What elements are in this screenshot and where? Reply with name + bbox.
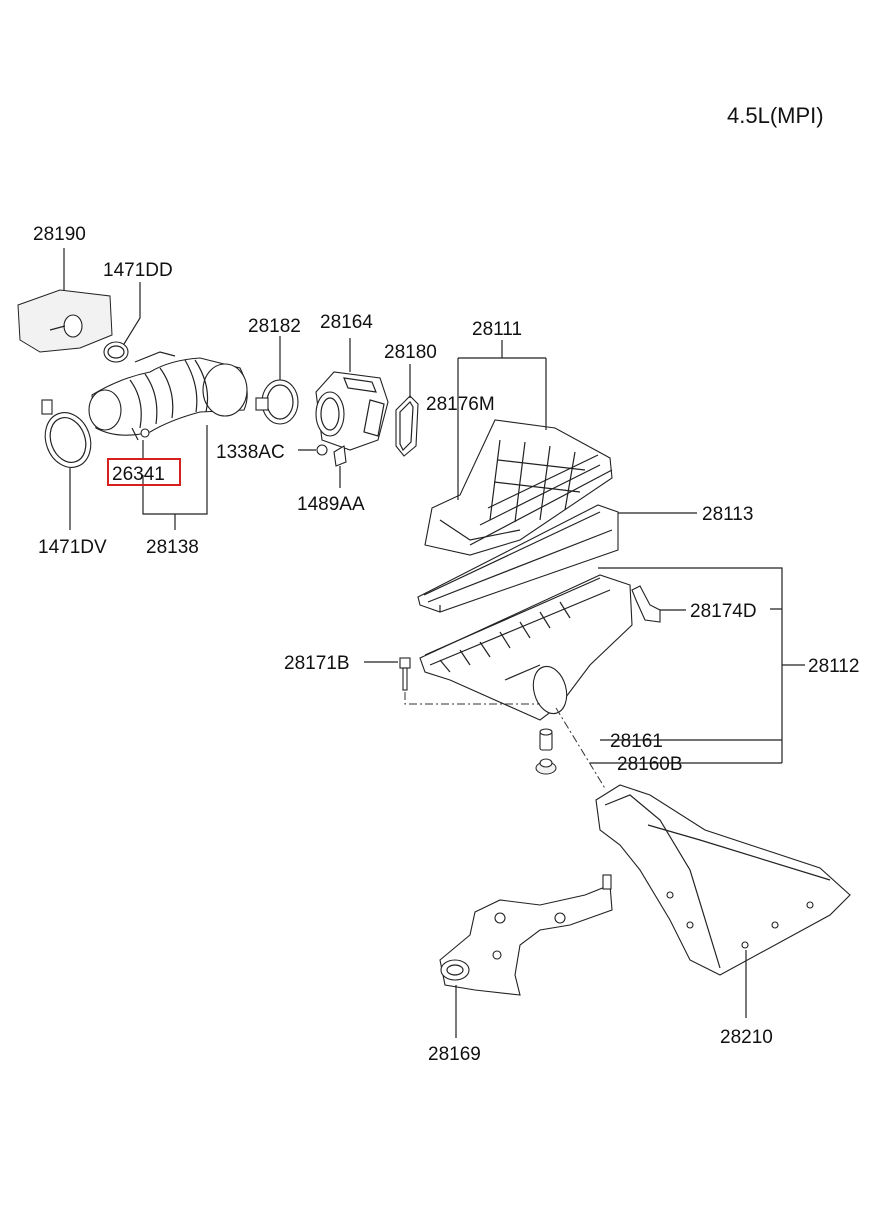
part-28174D-clip <box>631 585 661 623</box>
label-28180: 28180 <box>384 342 437 363</box>
part-28164-air-flow-sensor <box>315 371 389 451</box>
label-1489AA: 1489AA <box>297 494 365 515</box>
label-1471DV: 1471DV <box>38 537 107 558</box>
leader-28138 <box>142 425 208 530</box>
part-28112-lower-housing <box>419 574 633 721</box>
part-28169-bracket <box>439 874 613 996</box>
part-28182-clamp <box>255 379 299 425</box>
highlight-box-26341 <box>107 458 181 486</box>
part-28161-collar <box>539 728 553 751</box>
label-28160B: 28160B <box>617 754 683 775</box>
part-28210-duct <box>595 784 851 976</box>
label-1338AC: 1338AC <box>216 442 285 463</box>
label-28112: 28112 <box>808 656 859 677</box>
leader-28112 <box>590 567 805 764</box>
part-1489AA-bracket <box>333 445 347 467</box>
part-28138-intake-hose <box>88 351 248 441</box>
part-28160B-grommet <box>535 758 557 775</box>
label-28161: 28161 <box>610 731 663 752</box>
label-28210: 28210 <box>720 1027 773 1048</box>
label-28164: 28164 <box>320 312 373 333</box>
part-28180-gasket <box>395 395 419 457</box>
leader-28111 <box>457 340 547 500</box>
part-28171B-bolt <box>399 657 411 691</box>
leader-28160B-dash <box>555 707 607 791</box>
label-28169: 28169 <box>428 1044 481 1065</box>
leader-1471DD <box>123 282 141 345</box>
label-1471DD: 1471DD <box>103 260 173 281</box>
part-28190-cover <box>17 289 113 353</box>
part-28113-filter-element <box>417 504 619 613</box>
part-28111-air-cleaner-cover <box>424 419 613 556</box>
part-1471DD-clamp <box>103 341 129 363</box>
part-1338AC-bolt <box>316 444 328 456</box>
label-28190: 28190 <box>33 224 86 245</box>
label-26341: 26341 <box>112 464 165 485</box>
label-28171B: 28171B <box>284 653 350 674</box>
label-28182: 28182 <box>248 316 301 337</box>
label-28138: 28138 <box>146 537 199 558</box>
engine-variant-title: 4.5L(MPI) <box>727 103 824 128</box>
label-28111: 28111 <box>472 319 522 340</box>
leader-28171B-dash <box>404 692 540 705</box>
part-1471DV-clamp <box>41 399 92 468</box>
label-28113: 28113 <box>702 504 753 525</box>
label-28176M: 28176M <box>426 394 495 415</box>
label-28174D: 28174D <box>690 601 757 622</box>
